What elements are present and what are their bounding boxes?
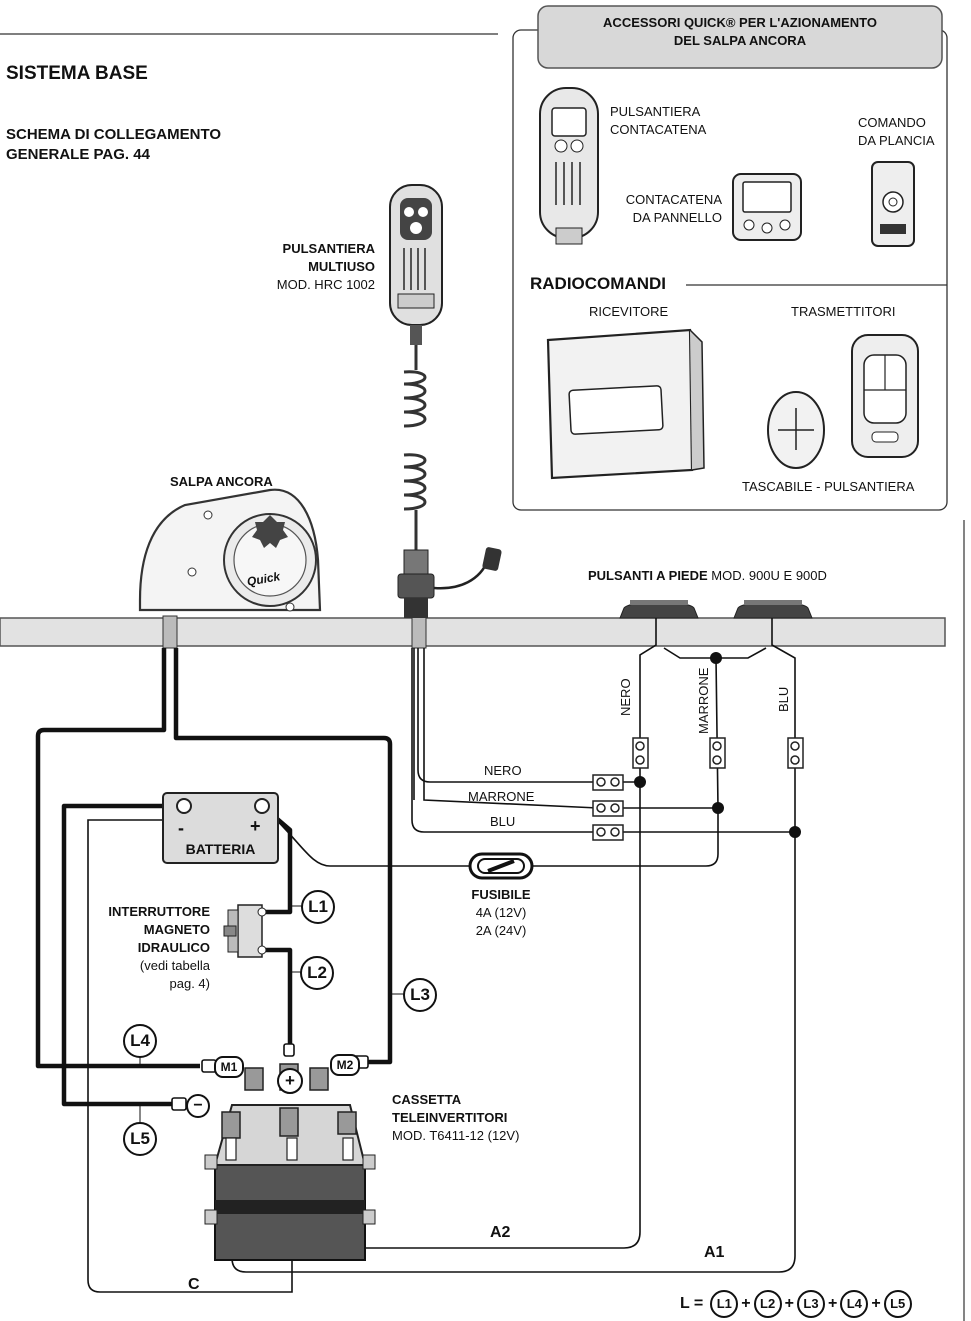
dash-control-label-1: COMANDO: [858, 115, 926, 130]
cable-l5: [61, 803, 182, 1107]
windlass-image: [138, 488, 322, 612]
power-cables: [35, 648, 393, 1107]
formula-term-l4: L4: [840, 1290, 869, 1318]
terminal-m1: M1: [214, 1056, 244, 1078]
panel-chain-counter-image: [732, 173, 802, 241]
control-box-model: MOD. T6411-12 (12V): [392, 1128, 520, 1143]
accessories-title-tab: [537, 5, 943, 69]
remote-label-1: PULSANTIERA: [282, 241, 375, 256]
remote-gland: [411, 615, 427, 649]
receiver-label: RICEVITORE: [589, 304, 669, 319]
panel-counter-label-1: CONTACATENA: [625, 192, 722, 207]
badge-l1: L1: [301, 890, 335, 924]
dash-control-label-2: DA PLANCIA: [858, 133, 935, 148]
fuse-rating-24v: 2A (24V): [475, 923, 527, 938]
formula-plus-4: +: [871, 1295, 881, 1312]
formula-plus-1: +: [741, 1295, 751, 1312]
cable-label-c: C: [188, 1276, 200, 1293]
formula-prefix: L =: [680, 1295, 704, 1312]
battery-minus: -: [178, 818, 184, 838]
breaker-label-3: IDRAULICO: [137, 940, 210, 955]
cable-l4: [35, 648, 200, 1069]
page-title: SISTEMA BASE: [6, 63, 148, 84]
foot-switch-label-model: MOD. 900U E 900D: [711, 568, 827, 583]
formula-plus-3: +: [827, 1295, 838, 1312]
terminal-blocks: [592, 737, 804, 841]
formula-term-l5: L5: [883, 1290, 912, 1318]
control-box-label-1: CASSETTA: [392, 1092, 462, 1107]
subtitle-line-1: SCHEMA DI COLLEGAMENTO: [6, 126, 222, 143]
handheld-transmitter-image: [851, 334, 919, 458]
chain-counter-handset-image: [539, 87, 599, 245]
formula-term-l1: L1: [710, 1290, 739, 1318]
foot-switch-down-image: [733, 600, 813, 619]
cable-l3: [173, 648, 393, 1065]
badge-l5: L5: [123, 1122, 157, 1156]
accessories-title-line-2: DEL SALPA ANCORA: [673, 33, 807, 48]
control-wires: [87, 618, 796, 1293]
accessories-title-line-1: ACCESSORI QUICK® PER L'AZIONAMENTO: [603, 15, 877, 30]
cable-label-a1: A1: [704, 1244, 725, 1261]
foot-switch-label-bold: PULSANTI A PIEDE: [588, 568, 708, 583]
terminal-m2: M2: [330, 1054, 360, 1076]
formula-term-l2: L2: [753, 1290, 782, 1318]
formula-plus-2: +: [784, 1295, 794, 1312]
cable-l2: [262, 947, 293, 1052]
breaker-label-5: pag. 4): [169, 976, 210, 991]
battery-label: BATTERIA: [185, 841, 256, 857]
length-formula: L = L1 + L2 + L3 + L4 + L5: [680, 1290, 912, 1318]
wire-label-nero: NERO: [484, 763, 522, 778]
battery-plus: +: [250, 816, 261, 836]
cable-lugs: [171, 1043, 369, 1111]
subtitle-line-2: GENERALE PAG. 44: [6, 146, 150, 163]
vertical-label-nero: NERO: [618, 678, 633, 716]
fuse-image: [468, 852, 534, 880]
remote-label-2: MULTIUSO: [308, 259, 375, 274]
dash-control-image: [871, 161, 915, 247]
badge-l2: L2: [300, 956, 334, 990]
terminal-minus: −: [186, 1094, 210, 1118]
receiver-image: [546, 328, 705, 480]
breaker-label-2: MAGNETO: [143, 922, 210, 937]
deck: [0, 617, 946, 647]
breaker-label-1: INTERRUTTORE: [108, 904, 210, 919]
vertical-label-marrone: MARRONE: [696, 667, 711, 734]
pocket-handset-label: TASCABILE - PULSANTIERA: [742, 479, 915, 494]
chain-handset-label-2: CONTACATENA: [610, 122, 707, 137]
foot-switch-up-image: [619, 600, 699, 619]
deck-connector-image: [397, 547, 502, 618]
battery-image: [162, 792, 279, 864]
remote-model: MOD. HRC 1002: [276, 277, 375, 292]
windlass-gland: [162, 615, 178, 649]
control-box-label-2: TELEINVERTITORI: [392, 1110, 508, 1125]
badge-leaders: [139, 905, 405, 1123]
vertical-label-blu: BLU: [776, 686, 791, 712]
terminal-plus: +: [277, 1068, 303, 1094]
transmitters-label: TRASMETTITORI: [791, 304, 896, 319]
badge-l3: L3: [403, 978, 437, 1012]
junction-dots: [634, 652, 801, 838]
cable-label-a2: A2: [490, 1224, 511, 1241]
panel-counter-label-2: DA PANNELLO: [632, 210, 722, 225]
foot-switch-label: PULSANTI A PIEDE MOD. 900U E 900D: [588, 568, 827, 584]
pocket-transmitter-image: [767, 391, 825, 469]
breaker-label-4: (vedi tabella: [139, 958, 210, 973]
badge-l4: L4: [123, 1024, 157, 1058]
fuse-label: FUSIBILE: [471, 887, 531, 902]
breaker-image: [223, 904, 267, 958]
wire-label-marrone: MARRONE: [468, 789, 535, 804]
formula-term-l3: L3: [796, 1290, 825, 1318]
control-box-terminals: [225, 1137, 354, 1161]
coiled-cable: [403, 345, 427, 550]
remote-handset-image: [389, 184, 443, 345]
chain-handset-label-1: PULSANTIERA: [610, 104, 701, 119]
radiocomandi-heading: RADIOCOMANDI: [530, 274, 666, 293]
wire-label-blu: BLU: [490, 814, 516, 829]
windlass-label: SALPA ANCORA: [170, 474, 273, 489]
fuse-rating-12v: 4A (12V): [475, 905, 527, 920]
